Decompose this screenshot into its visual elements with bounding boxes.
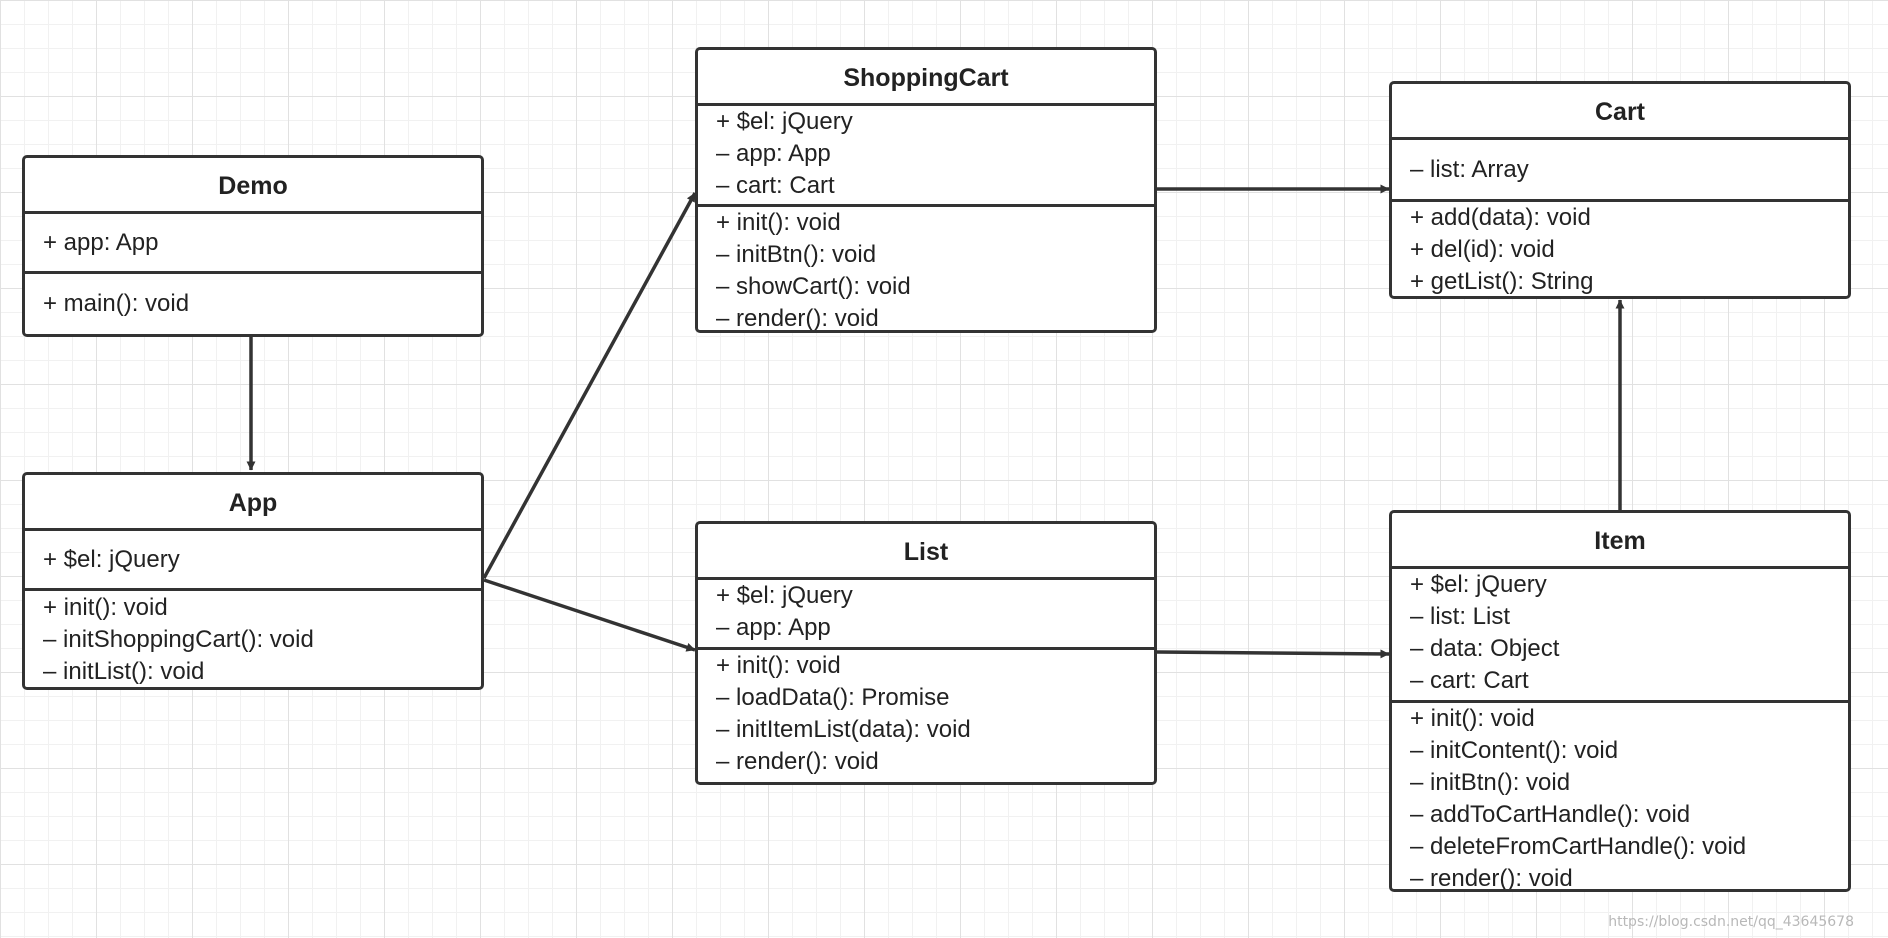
- class-box-demo[interactable]: Demo + app: App + main(): void: [22, 155, 484, 337]
- attribute-row: – cart: Cart: [1410, 667, 1529, 694]
- attributes-section-app: + $el: jQuery: [25, 531, 481, 591]
- arrow-app-to-shoppingcart: [482, 192, 697, 579]
- method-row: – initShoppingCart(): void: [43, 626, 314, 653]
- methods-section-item: + init(): void – initContent(): void – i…: [1392, 703, 1848, 892]
- attribute-row: – cart: Cart: [716, 172, 835, 199]
- method-row: – initItemList(data): void: [716, 716, 971, 743]
- method-row: – deleteFromCartHandle(): void: [1410, 833, 1747, 860]
- methods-section-demo: + main(): void: [25, 274, 481, 334]
- attribute-row: + app: App: [43, 228, 159, 256]
- method-row: + init(): void: [1410, 705, 1535, 732]
- attribute-row: + $el: jQuery: [716, 582, 853, 609]
- attribute-row: – list: Array: [1410, 155, 1529, 183]
- attribute-row: + $el: jQuery: [1410, 571, 1547, 598]
- attributes-section-cart: – list: Array: [1392, 140, 1848, 202]
- methods-section-list: + init(): void – loadData(): Promise – i…: [698, 650, 1154, 778]
- arrow-app-to-list: [483, 578, 696, 652]
- class-box-item[interactable]: Item + $el: jQuery – list: List – data: …: [1389, 510, 1851, 892]
- attribute-row: – data: Object: [1410, 635, 1560, 662]
- class-name-app: App: [25, 475, 481, 531]
- method-row: – addToCartHandle(): void: [1410, 801, 1691, 828]
- methods-section-cart: + add(data): void + del(id): void + getL…: [1392, 202, 1848, 296]
- method-row: – render(): void: [1410, 865, 1573, 892]
- method-row: – initBtn(): void: [1410, 769, 1571, 796]
- method-row: + init(): void: [716, 652, 841, 679]
- attributes-section-shopping-cart: + $el: jQuery – app: App – cart: Cart: [698, 106, 1154, 207]
- class-name-cart: Cart: [1392, 84, 1848, 140]
- method-row: + add(data): void: [1410, 204, 1591, 231]
- attribute-row: + $el: jQuery: [43, 545, 180, 573]
- attribute-row: + $el: jQuery: [716, 108, 853, 135]
- methods-section-shopping-cart: + init(): void – initBtn(): void – showC…: [698, 207, 1154, 332]
- method-row: – render(): void: [716, 305, 879, 332]
- attribute-row: – list: List: [1410, 603, 1511, 630]
- watermark-text: https://blog.csdn.net/qq_43645678: [1608, 914, 1854, 930]
- attributes-section-item: + $el: jQuery – list: List – data: Objec…: [1392, 569, 1848, 703]
- attribute-row: – app: App: [716, 614, 831, 641]
- class-name-list: List: [698, 524, 1154, 580]
- attribute-row: – app: App: [716, 140, 831, 167]
- methods-section-app: + init(): void – initShoppingCart(): voi…: [25, 591, 481, 687]
- method-row: – initList(): void: [43, 658, 205, 685]
- class-box-app[interactable]: App + $el: jQuery + init(): void – initS…: [22, 472, 484, 690]
- method-row: + del(id): void: [1410, 236, 1555, 263]
- method-row: – initBtn(): void: [716, 241, 877, 268]
- class-box-cart[interactable]: Cart – list: Array + add(data): void + d…: [1389, 81, 1851, 299]
- class-name-demo: Demo: [25, 158, 481, 214]
- method-row: + init(): void: [716, 209, 841, 236]
- method-row: + init(): void: [43, 594, 168, 621]
- class-name-shopping-cart: ShoppingCart: [698, 50, 1154, 106]
- method-row: – render(): void: [716, 748, 879, 775]
- method-row: – loadData(): Promise: [716, 684, 950, 711]
- method-row: + getList(): String: [1410, 268, 1594, 295]
- class-name-item: Item: [1392, 513, 1848, 569]
- attributes-section-demo: + app: App: [25, 214, 481, 274]
- method-row: – showCart(): void: [716, 273, 911, 300]
- class-box-list[interactable]: List + $el: jQuery – app: App + init(): …: [695, 521, 1157, 785]
- class-box-shopping-cart[interactable]: ShoppingCart + $el: jQuery – app: App – …: [695, 47, 1157, 333]
- arrow-list-to-item: [1156, 649, 1390, 659]
- method-row: + main(): void: [43, 290, 190, 317]
- attributes-section-list: + $el: jQuery – app: App: [698, 580, 1154, 650]
- method-row: – initContent(): void: [1410, 737, 1619, 764]
